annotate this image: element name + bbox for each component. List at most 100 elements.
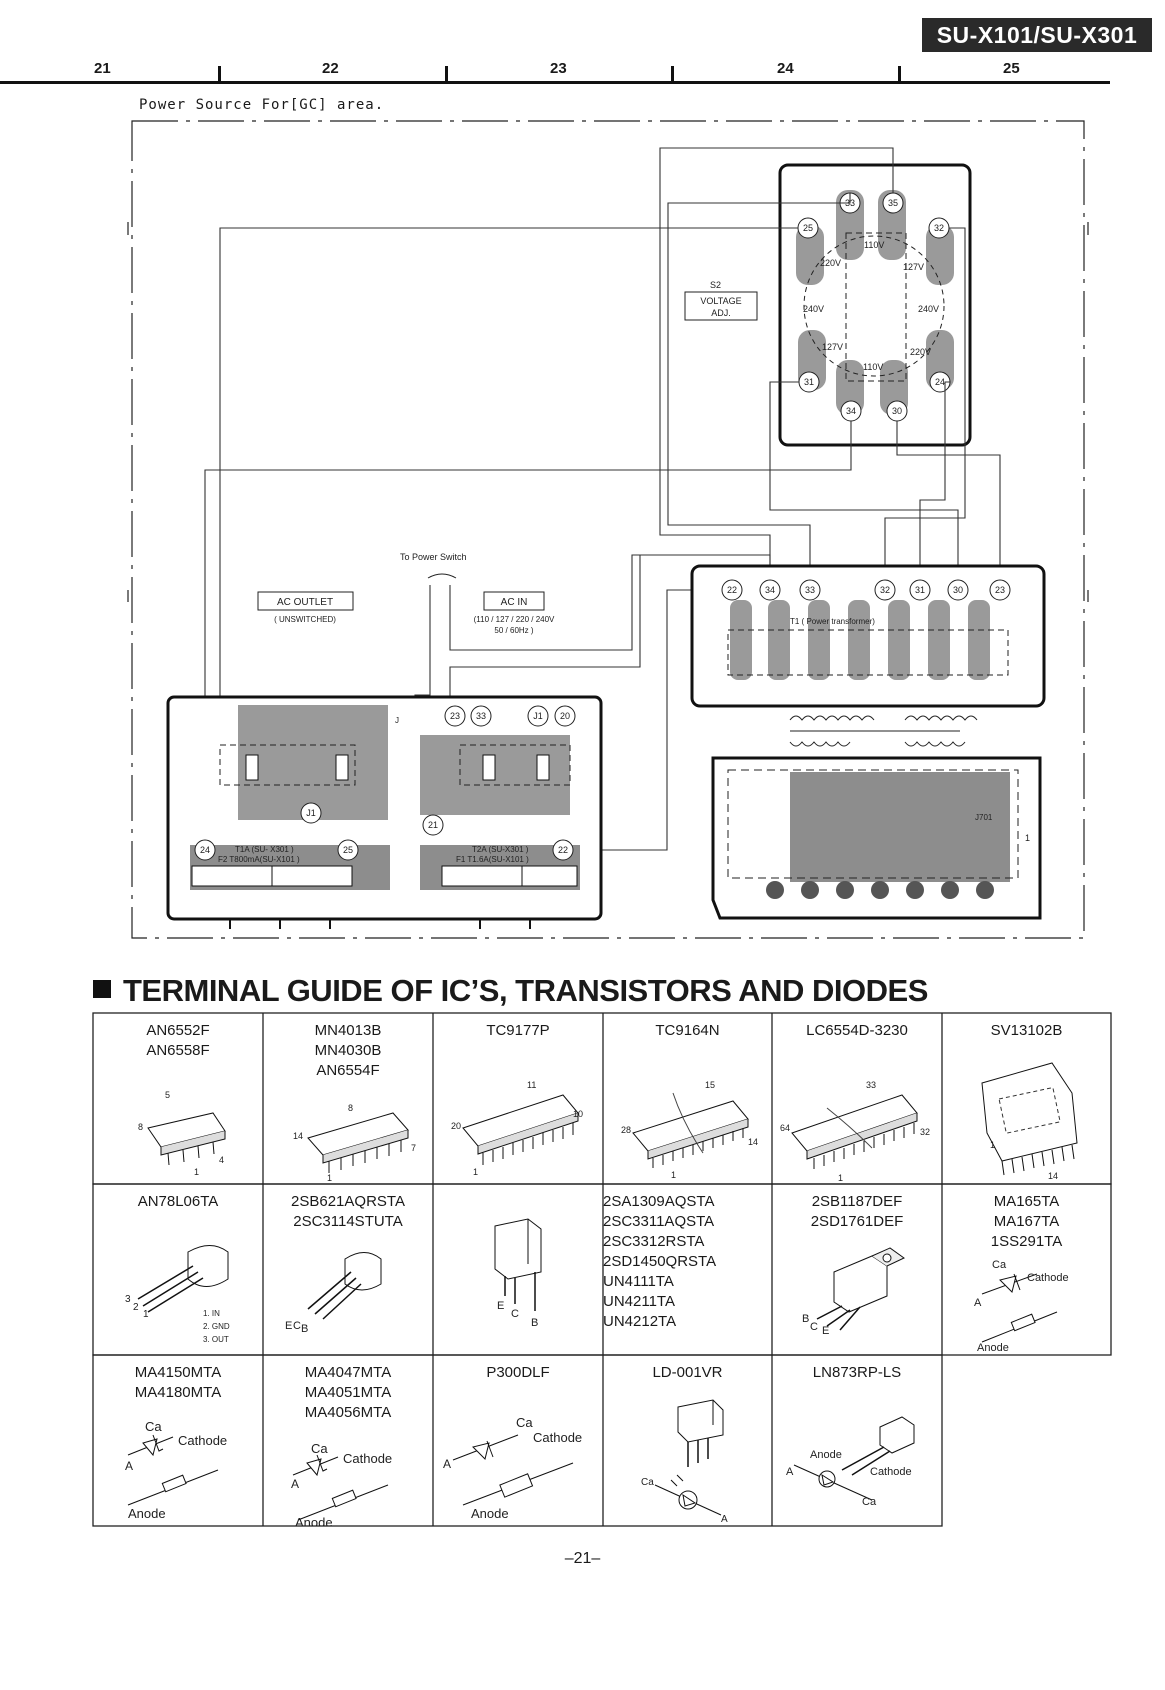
pin-label: 20 <box>451 1121 461 1131</box>
terminal-label: 31 <box>804 377 814 387</box>
pin-label: 1 <box>1025 833 1030 843</box>
pin-label: B <box>301 1323 308 1335</box>
part-number: P300DLF <box>486 1364 550 1381</box>
ca-label: Ca <box>145 1419 162 1434</box>
transformer-terminal: 31 <box>915 585 925 595</box>
ac-in-label: AC IN <box>501 597 528 608</box>
fuse-label: F2 T800mA(SU-X101 ) <box>218 855 300 864</box>
pin-label: 32 <box>920 1127 930 1137</box>
pin-label: 1 <box>473 1167 478 1177</box>
part-number: 2SC3312RSTA <box>603 1233 705 1250</box>
pin-label: 14 <box>1048 1171 1058 1181</box>
a-label: A <box>786 1466 794 1478</box>
cathode-label: Cathode <box>178 1433 227 1448</box>
ca-label: Ca <box>862 1496 877 1508</box>
mini-mold-transistor-icon: E C B <box>494 1218 542 1329</box>
to92-transistor-icon: E C B <box>285 1252 382 1335</box>
pin-label: 1 <box>194 1167 199 1177</box>
part-number: 2SC3114STUTA <box>293 1213 403 1230</box>
ruler-number: 25 <box>1003 60 1020 77</box>
part-number: MA167TA <box>993 1213 1060 1230</box>
dip64-package-icon: 33 64 32 1 <box>780 1080 930 1183</box>
part-number: UN4111TA <box>603 1273 674 1290</box>
ruler-tick <box>671 66 674 83</box>
switch-ref: S2 <box>710 280 721 290</box>
pin-label: E <box>285 1320 292 1332</box>
fuse-label: T2A (SU-X301 ) <box>472 845 529 854</box>
terminal-label: 24 <box>935 377 945 387</box>
ac-outlet-box <box>257 591 354 611</box>
zener-diode-icon: Ca Cathode A Anode <box>291 1441 392 1526</box>
power-source-schematic: S2 VOLTAGE ADJ. 110V 220V 127V 240V 240V… <box>127 120 1089 939</box>
pin-label: 1 <box>143 1309 149 1320</box>
pin-legend: 2. GND <box>203 1322 230 1331</box>
zener-diode-icon: Ca Cathode A Anode <box>125 1419 227 1521</box>
ac-outlet-sub: ( UNSWITCHED) <box>274 615 336 624</box>
board-terminal: 20 <box>560 711 570 721</box>
part-number: TC9164N <box>655 1022 720 1039</box>
dip28-package-icon: 15 28 14 1 <box>621 1080 758 1180</box>
part-number: AN6558F <box>146 1042 210 1059</box>
a-label: A <box>974 1297 982 1309</box>
pin-legend: 1. IN <box>203 1309 220 1318</box>
guide-cell-tc9164n: TC9164N 15 28 14 1 <box>603 1013 772 1184</box>
rectifier-diode-icon: Ca Cathode A Anode <box>443 1415 582 1521</box>
board-terminal: 23 <box>450 711 460 721</box>
board-terminal: 21 <box>428 820 438 830</box>
voltage-label: 127V <box>822 342 843 352</box>
part-number: SV13102B <box>990 1022 1063 1039</box>
dip14-package-icon: 8 14 7 1 <box>293 1103 416 1183</box>
schematic-frame <box>131 120 1085 939</box>
pin-label: 11 <box>527 1080 536 1090</box>
pin-label: 1 <box>990 1140 995 1150</box>
pin-label: C <box>810 1321 818 1333</box>
cathode-label: Cathode <box>1027 1272 1069 1284</box>
part-number: LN873RP-LS <box>812 1364 902 1381</box>
part-number: MA4150MTA <box>134 1364 222 1381</box>
cathode-label: Cathode <box>343 1451 392 1466</box>
part-number: 2SB1187DEF <box>811 1193 903 1210</box>
part-number: MN4030B <box>314 1042 382 1059</box>
cathode-label: Cathode <box>870 1466 912 1478</box>
guide-cell-p300dlf: P300DLF Ca Cathode A Anode <box>433 1355 603 1526</box>
pin-label: 8 <box>138 1122 143 1132</box>
ac-outlet-label: AC OUTLET <box>277 597 333 608</box>
connector-label: J701 <box>975 813 993 822</box>
voltage-adj-label: VOLTAGE <box>700 296 741 306</box>
part-number: MA165TA <box>993 1193 1060 1210</box>
voltage-label: 127V <box>903 262 924 272</box>
ac-in-sub: 50 / 60Hz ) <box>494 626 533 635</box>
pin-label: 64 <box>780 1123 790 1133</box>
hybrid-module-icon: 1 14 <box>981 1062 1078 1181</box>
ruler-number: 23 <box>550 60 567 77</box>
part-number: TC9177P <box>486 1022 550 1039</box>
guide-cell-an78l06ta: AN78L06TA 3 2 1 1. IN 2. GND 3. OUT <box>93 1184 263 1355</box>
column-ruler: 21 22 23 24 25 <box>0 60 1110 84</box>
pin-label: 10 <box>573 1109 583 1119</box>
transformer-label: T1 ( Power transformer) <box>790 617 875 626</box>
a-label: A <box>291 1477 299 1491</box>
page-number: –21– <box>564 1550 601 1567</box>
pin-label: C <box>293 1320 301 1332</box>
board-terminal: J1 <box>306 808 316 818</box>
transformer-terminal: 30 <box>953 585 963 595</box>
terminal-label: 25 <box>803 223 813 233</box>
pin-label: 7 <box>411 1143 416 1153</box>
led-indicator-icon: Ca A <box>641 1399 728 1525</box>
guide-cell-2sb621: 2SB621AQRSTA 2SC3114STUTA E C B <box>263 1184 433 1355</box>
part-number: 2SB621AQRSTA <box>291 1193 405 1210</box>
part-number: AN78L06TA <box>137 1193 219 1210</box>
part-number: 2SD1761DEF <box>810 1213 904 1230</box>
terminal-label: 35 <box>888 198 898 208</box>
part-number: 2SA1309AQSTA <box>603 1193 715 1210</box>
ca-label: Ca <box>992 1259 1007 1271</box>
a-label: A <box>443 1457 451 1471</box>
diode-icon: Ca Cathode A Anode <box>974 1259 1069 1354</box>
section-title-text: TERMINAL GUIDE OF IC’S, TRANSISTORS AND … <box>123 973 928 1008</box>
terminal-label: 32 <box>934 223 944 233</box>
